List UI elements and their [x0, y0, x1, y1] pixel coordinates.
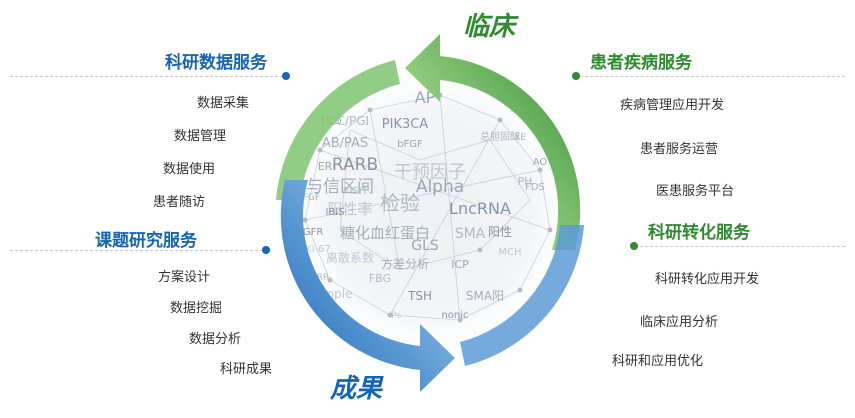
cloud-word: nonic — [441, 310, 468, 321]
cloud-word: Alpha — [416, 177, 464, 197]
cloud-word: bFGF — [397, 139, 423, 150]
divider-right-bottom — [635, 246, 845, 247]
cloud-word: FISH — [344, 186, 367, 197]
cloud-word: 阳性率 — [327, 200, 372, 218]
cloud-word: PIK3CA — [382, 117, 429, 132]
cloud-word: AB/PAS — [322, 136, 368, 151]
divider-right-top — [575, 76, 845, 77]
word-cloud-sphere — [280, 62, 580, 362]
network-nodes — [302, 92, 553, 323]
cloud-word: IBIS — [325, 207, 344, 218]
cloud-word: 离散系数 — [326, 250, 374, 265]
cloud-word: ER — [318, 160, 333, 173]
cloud-word: EGFR — [297, 227, 324, 238]
cloud-word: RARB — [332, 155, 378, 175]
cloud-word: Ki-67 — [305, 244, 331, 255]
list-item: 数据分析 — [189, 332, 242, 347]
cloud-word: FDS — [525, 182, 545, 193]
list-item: 数据管理 — [174, 129, 227, 144]
cloud-word: AP — [415, 88, 436, 107]
cloud-word: 方差分析 — [381, 256, 429, 271]
list-item: 医患服务平台 — [656, 184, 735, 199]
cloud-word: MCH — [498, 247, 521, 258]
cloud-word: FBG — [369, 272, 391, 285]
cloud-word: 与信区间 — [306, 177, 374, 197]
cloud-word: SMA — [455, 226, 486, 242]
cloud-word: GLS — [411, 238, 439, 254]
list-item: 数据挖掘 — [170, 301, 223, 316]
cloud-word: XE — [514, 133, 526, 143]
research-transfer-service-title: 科研转化服务 — [648, 223, 750, 243]
cloud-word: 干预因子 — [394, 162, 466, 183]
list-item: 数据采集 — [197, 96, 250, 111]
list-item: 科研和应用优化 — [612, 354, 704, 369]
list-item: 科研成果 — [220, 362, 273, 377]
cloud-word: 检验 — [380, 191, 420, 215]
cloud-word: AO — [533, 157, 548, 168]
cloud-word: 阳性 — [488, 225, 512, 239]
list-item: 患者服务运营 — [640, 142, 719, 157]
divider-left-top — [10, 76, 288, 77]
blue-cycle-arrow-tail — [460, 225, 584, 366]
cloud-word: PH — [518, 175, 533, 188]
outcome-label: 成果 — [330, 374, 383, 404]
connector-dot — [630, 242, 638, 250]
list-item: 数据使用 — [163, 162, 216, 177]
clinical-label: 临床 — [463, 12, 516, 42]
cloud-word: 糖化血红蛋白 — [340, 224, 430, 242]
cloud-word: IPs — [389, 311, 402, 321]
list-item: 患者随访 — [153, 195, 206, 210]
green-cycle-arrow-tail — [276, 60, 400, 200]
network-lines — [304, 94, 551, 321]
cloud-word: ERR — [311, 273, 329, 283]
list-item: 科研转化应用开发 — [655, 272, 760, 287]
list-item: 临床应用分析 — [640, 315, 719, 330]
blue-cycle-arrow — [280, 180, 455, 392]
cloud-word: 总胆固醇 — [480, 130, 520, 143]
connector-dot — [262, 246, 270, 254]
word-cloud: APPCC/PGIPIK3CA磷血AB/PASbFGF总胆固醇RARB干预因子与… — [297, 88, 548, 321]
research-data-service-title: 科研数据服务 — [165, 53, 267, 73]
cloud-word: ICP — [451, 258, 469, 271]
connector-dot — [282, 72, 290, 80]
project-research-service-title: 课题研究服务 — [95, 231, 197, 251]
list-item: 方案设计 — [158, 270, 211, 285]
divider-left-bottom — [10, 250, 268, 251]
patient-disease-service-title: 患者疾病服务 — [590, 53, 692, 73]
cloud-word: LncRNA — [449, 199, 511, 218]
connector-dot — [572, 72, 580, 80]
cloud-word: TSH — [407, 289, 432, 303]
list-item: 疾病管理应用开发 — [620, 98, 725, 113]
cloud-word: SMA阳 — [466, 289, 504, 303]
cloud-word: iFGF — [300, 193, 320, 203]
